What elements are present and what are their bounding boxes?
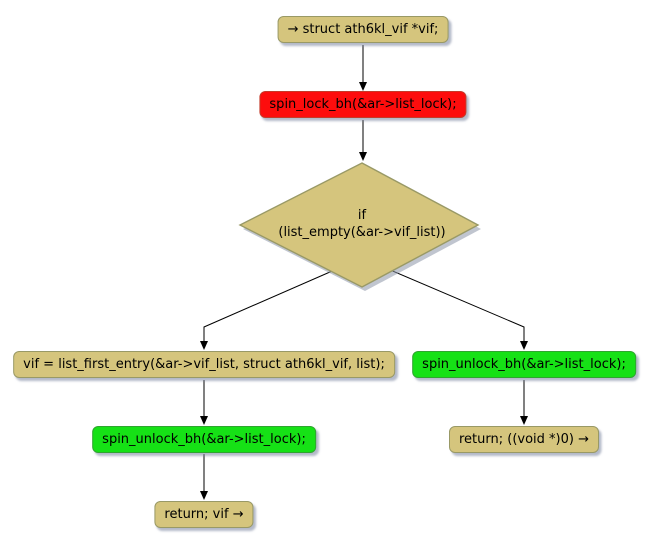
- activity-assign-vif: vif = list_first_entry(&ar->vif_list, st…: [13, 351, 395, 378]
- decision-if-list-empty: if (list_empty(&ar->vif_list)): [278, 207, 445, 241]
- arrowhead-to-spin-unlock-right: [520, 341, 528, 350]
- decision-line2: (list_empty(&ar->vif_list)): [278, 225, 446, 240]
- activity-return-vif: return; vif →: [154, 501, 254, 528]
- edge-decision-to-assign-vif: [203, 257, 363, 341]
- activity-spin-unlock-left: spin_unlock_bh(&ar->list_lock);: [92, 426, 316, 453]
- activity-entry: → struct ath6kl_vif *vif;: [277, 16, 449, 43]
- arrowhead-to-decision: [359, 152, 367, 161]
- arrowhead-to-assign-vif: [200, 341, 208, 350]
- edge-decision-to-spin-unlock-right: [361, 257, 525, 341]
- arrowhead-to-spin-unlock-left: [200, 416, 208, 425]
- activity-return-null: return; ((void *)0) →: [449, 426, 599, 453]
- decision-diamond: [238, 162, 480, 288]
- arrowhead-to-return-null: [520, 416, 528, 425]
- activity-spin-lock: spin_lock_bh(&ar->list_lock);: [259, 91, 467, 118]
- arrowhead-to-spin-lock: [359, 82, 367, 91]
- activity-spin-unlock-right: spin_unlock_bh(&ar->list_lock);: [412, 351, 636, 378]
- decision-line1: if: [357, 208, 367, 223]
- arrowhead-to-return-vif: [200, 491, 208, 500]
